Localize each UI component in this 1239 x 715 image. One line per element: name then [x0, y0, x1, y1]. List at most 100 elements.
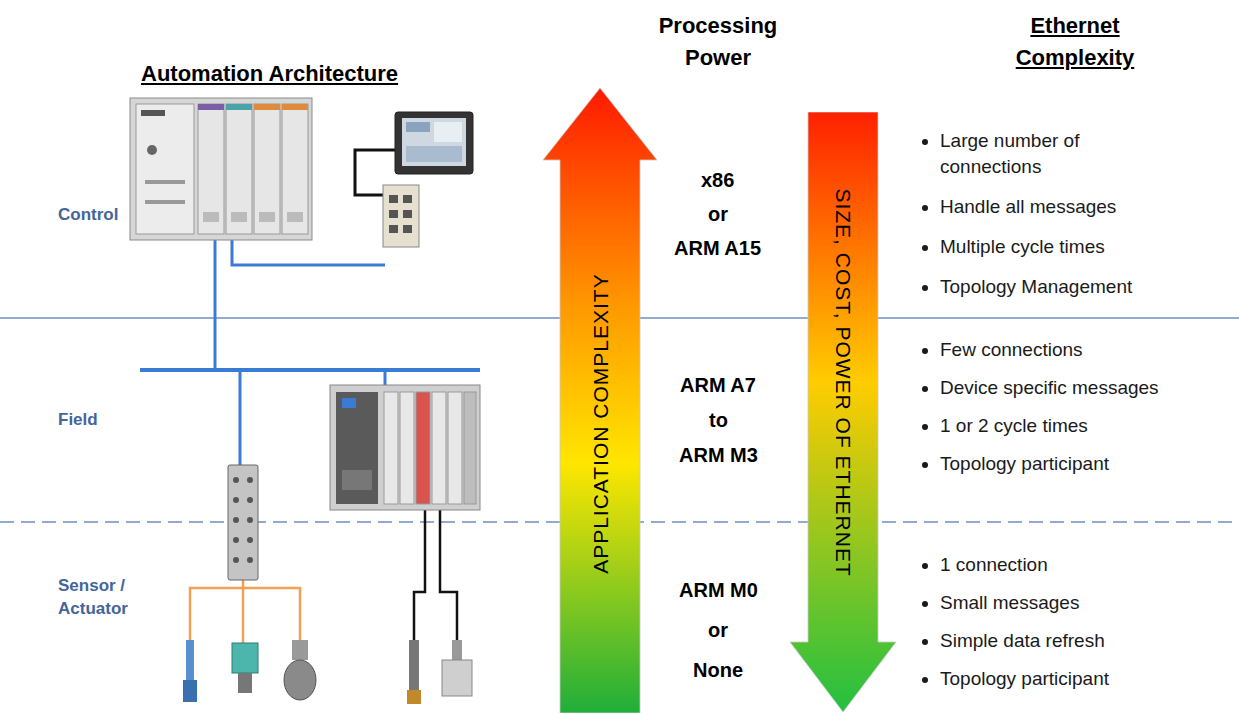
io-module [330, 385, 480, 510]
level-label: Field [58, 409, 98, 432]
sensor-icon [284, 660, 316, 700]
io-module [432, 392, 446, 504]
io-module [400, 392, 414, 504]
io-module [384, 392, 398, 504]
bullet-list: 1 connectionSmall messagesSimple data re… [918, 552, 1218, 692]
network-wire [414, 510, 425, 640]
bullet-item: Device specific messages [940, 375, 1218, 401]
io-link-hub [233, 517, 239, 523]
plc-rack [198, 104, 224, 110]
sensor-icon [409, 640, 419, 690]
plc-rack [226, 104, 252, 234]
plc-rack [145, 180, 185, 184]
arrow-label: APPLICATION COMPLEXITY [588, 273, 613, 574]
io-module [416, 392, 430, 504]
bullet-list: Large number of connectionsHandle all me… [918, 128, 1155, 300]
processor-label: to [709, 408, 728, 432]
io-link-hub [233, 497, 239, 503]
plc-rack [282, 104, 308, 110]
processor-label: x86 [701, 168, 734, 192]
plc-rack [226, 104, 252, 110]
network-wire [140, 368, 480, 372]
ethernet-switch [383, 185, 419, 247]
ethernet-switch [389, 210, 398, 218]
bullet-item: Topology Management [940, 274, 1155, 300]
io-module [342, 398, 356, 408]
processor-label: ARM M0 [679, 578, 758, 602]
io-link-hub [233, 477, 239, 483]
arrow-fill [790, 112, 896, 712]
io-link-hub [247, 537, 253, 543]
processor-label: ARM A7 [680, 373, 756, 397]
io-link-hub [247, 517, 253, 523]
ethernet-switch [403, 195, 412, 203]
plc-rack [203, 212, 219, 222]
io-link-hub [233, 557, 239, 563]
sensor-icon [452, 640, 462, 662]
plc-rack [254, 104, 280, 234]
network-wire [232, 240, 385, 265]
column-heading: Automation Architecture [141, 58, 398, 90]
hmi-panel [402, 118, 466, 166]
hmi-panel [406, 122, 430, 132]
ethernet-switch [383, 185, 419, 247]
processor-label: or [708, 202, 728, 226]
sensor-icon [183, 640, 472, 704]
processor-label: ARM M3 [679, 443, 758, 467]
bullet-item: Small messages [940, 590, 1218, 616]
column-heading: Ethernet Complexity [1000, 10, 1150, 74]
ethernet-switch [389, 225, 398, 233]
ethernet-switch [389, 195, 398, 203]
network-wire [190, 588, 300, 640]
io-link-hub [233, 537, 239, 543]
processor-label: or [708, 618, 728, 642]
bullet-list: Few connectionsDevice specific messages 1… [918, 337, 1218, 477]
level-label: Control [58, 204, 118, 227]
io-module [336, 392, 378, 504]
processor-label: ARM A15 [674, 236, 761, 260]
io-link-hub [247, 557, 253, 563]
ethernet-switch [403, 210, 412, 218]
plc-rack [282, 104, 308, 234]
io-module [330, 385, 480, 510]
plc-rack [287, 212, 303, 222]
bullet-item: 1 or 2 cycle times [940, 413, 1218, 439]
gradient-up-arrow: APPLICATION COMPLEXITY [543, 88, 657, 713]
plc-rack [231, 212, 247, 222]
io-link-hub [228, 465, 258, 580]
plc-rack [259, 212, 275, 222]
hmi-panel [406, 146, 462, 162]
plc-rack [145, 200, 185, 204]
gradient-down-arrow: SIZE, COST, POWER OF ETHERNET [790, 112, 896, 712]
io-link-hub [247, 477, 253, 483]
plc-rack [141, 110, 165, 116]
processor-label: None [693, 658, 743, 682]
arrow-fill [543, 88, 657, 713]
bullet-item: Handle all messages [940, 194, 1155, 220]
network-wire [242, 588, 245, 643]
bullet-item: Topology participant [940, 451, 1218, 477]
plc-rack [136, 104, 194, 234]
plc-rack [130, 98, 312, 240]
bullet-item: Few connections [940, 337, 1218, 363]
plc-rack [198, 104, 224, 234]
hmi-panel [434, 122, 462, 142]
sensor-icon [238, 673, 252, 693]
bullet-item: 1 connection [940, 552, 1218, 578]
plc-rack [130, 98, 312, 240]
hmi-panel [395, 112, 473, 174]
bullet-item: Large number of connections [940, 128, 1155, 180]
network-wire [440, 510, 457, 640]
level-label: Sensor / Actuator [58, 575, 153, 621]
io-module [342, 470, 372, 490]
plc-rack [254, 104, 280, 110]
bullet-item: Multiple cycle times [940, 234, 1155, 260]
io-module [464, 392, 476, 504]
sensor-icon [407, 690, 421, 704]
sensor-icon [186, 640, 194, 680]
sensor-icon [183, 680, 197, 702]
plc-rack [147, 145, 157, 155]
io-module [448, 392, 462, 504]
io-link-hub [228, 465, 258, 580]
